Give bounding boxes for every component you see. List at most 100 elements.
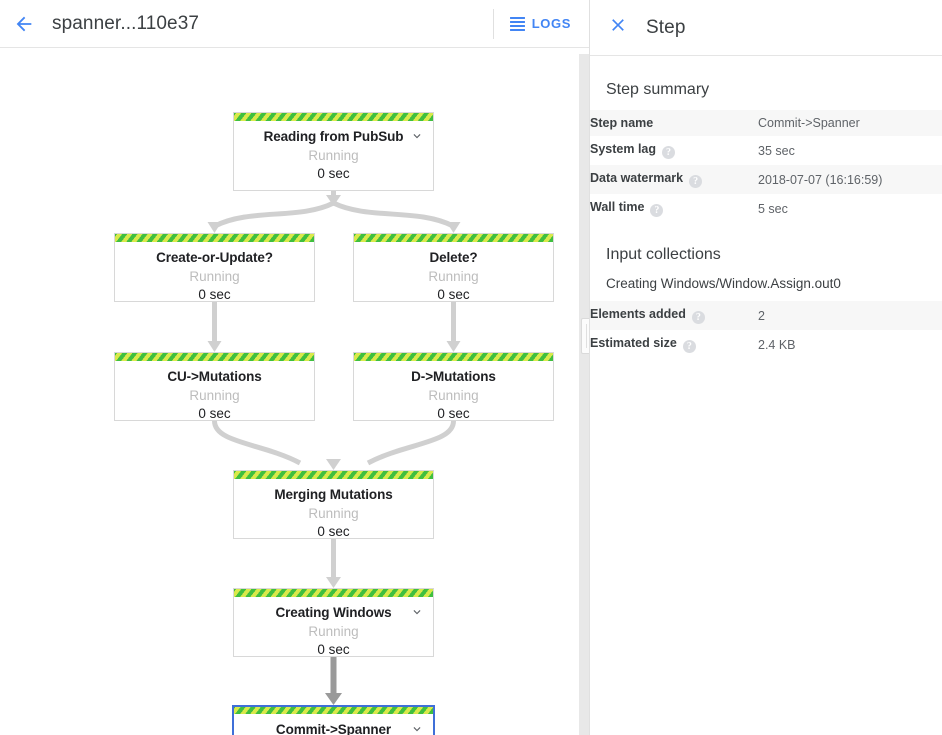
node-state: Running xyxy=(308,506,359,521)
table-row: Wall time?5 sec xyxy=(590,194,942,223)
close-panel-button[interactable] xyxy=(590,0,646,56)
graph-scrollbar[interactable] xyxy=(578,48,589,735)
arrow-left-icon xyxy=(13,13,35,35)
help-icon[interactable]: ? xyxy=(650,204,664,217)
section-gap xyxy=(590,223,942,245)
job-title: spanner...110e37 xyxy=(52,12,200,34)
node-status-stripe xyxy=(354,234,553,242)
row-label-text: Step name xyxy=(590,116,654,130)
row-value: 2018-07-07 (16:16:59) xyxy=(758,172,883,187)
row-value: 2.4 KB xyxy=(758,337,796,352)
logs-button-label: LOGS xyxy=(531,16,571,31)
job-graph-pane: spanner...110e37 LOGS xyxy=(0,0,590,735)
row-label: Elements added? xyxy=(590,301,758,330)
graph-edges xyxy=(207,191,461,705)
toolbar-divider xyxy=(492,8,494,39)
row-value: 2 xyxy=(758,308,765,323)
node-name: Merging Mutations xyxy=(274,487,393,502)
node-name: Delete? xyxy=(429,250,478,265)
node-elapsed-time: 0 sec xyxy=(198,287,231,302)
panel-header: Step xyxy=(590,0,942,56)
input-collection-name: Creating Windows/Window.Assign.out0 xyxy=(606,276,841,291)
resize-handle[interactable] xyxy=(581,318,589,354)
node-status-stripe xyxy=(234,589,433,597)
row-label: Estimated size? xyxy=(590,330,758,359)
row-label-text: Elements added xyxy=(590,307,686,321)
node-elapsed-time: 0 sec xyxy=(198,406,231,421)
table-row: System lag?35 sec xyxy=(590,136,942,165)
row-label-text: Wall time xyxy=(590,200,645,214)
list-icon xyxy=(509,16,525,31)
help-icon[interactable]: ? xyxy=(691,311,705,324)
node-body: Create-or-Update? Running 0 sec xyxy=(115,242,314,312)
node-name: Commit->Spanner xyxy=(275,722,392,735)
row-label: Step name xyxy=(590,110,758,136)
node-status-stripe xyxy=(234,471,433,479)
node-status-stripe xyxy=(234,113,433,121)
graph-node-commit-spanner[interactable]: Commit->SpannerPart running5 sec xyxy=(232,705,435,735)
scrollbar-track[interactable] xyxy=(579,54,589,735)
node-name: Create-or-Update? xyxy=(156,250,273,265)
help-icon[interactable]: ? xyxy=(689,175,703,188)
node-state: Running xyxy=(189,269,240,284)
row-value: Commit->Spanner xyxy=(758,116,860,130)
node-status-stripe xyxy=(234,707,433,714)
node-elapsed-time: 0 sec xyxy=(437,287,470,302)
row-label-text: Data watermark xyxy=(590,171,684,185)
node-status-stripe xyxy=(115,234,314,242)
back-button[interactable] xyxy=(0,0,48,48)
node-body: Delete? Running 0 sec xyxy=(354,242,553,312)
row-label-text: Estimated size xyxy=(590,336,677,350)
node-name: Reading from PubSub xyxy=(263,129,404,144)
row-label: Wall time? xyxy=(590,194,758,223)
node-elapsed-time: 0 sec xyxy=(437,406,470,421)
chevron-down-icon[interactable] xyxy=(410,605,424,619)
input-collections-heading: Input collections xyxy=(606,246,721,263)
node-state: Running xyxy=(428,269,479,284)
node-name: CU->Mutations xyxy=(167,369,262,384)
chevron-down-icon[interactable] xyxy=(410,129,424,143)
node-state: Running xyxy=(308,148,359,163)
row-label-text: System lag xyxy=(590,142,657,156)
row-label: System lag? xyxy=(590,136,758,165)
step-summary-heading: Step summary xyxy=(606,81,710,98)
node-name: Creating Windows xyxy=(275,605,392,620)
table-row: Data watermark?2018-07-07 (16:16:59) xyxy=(590,165,942,194)
row-value: 5 sec xyxy=(758,201,788,216)
step-details-panel: Step Step summary Step name Commit->Spann… xyxy=(590,0,942,735)
close-icon xyxy=(608,15,628,40)
table-row: Elements added?2 xyxy=(590,301,942,330)
row-label: Data watermark? xyxy=(590,165,758,194)
chevron-down-icon[interactable] xyxy=(410,722,424,735)
node-status-stripe xyxy=(115,353,314,361)
node-elapsed-time: 0 sec xyxy=(317,524,350,539)
help-icon[interactable]: ? xyxy=(682,340,696,353)
node-state: Running xyxy=(308,624,359,639)
graph-node-delete[interactable]: Delete? Running 0 sec xyxy=(353,233,554,302)
node-status-stripe xyxy=(354,353,553,361)
logs-button[interactable]: LOGS xyxy=(494,0,589,48)
top-bar: spanner...110e37 LOGS xyxy=(0,0,589,48)
help-icon[interactable]: ? xyxy=(662,146,676,159)
table-row: Estimated size?2.4 KB xyxy=(590,330,942,359)
graph-node-create-or-update[interactable]: Create-or-Update? Running 0 sec xyxy=(114,233,315,302)
node-name: D->Mutations xyxy=(411,369,496,384)
table-row: Step name Commit->Spanner xyxy=(590,110,942,136)
node-body: Commit->SpannerPart running5 sec xyxy=(234,714,433,735)
